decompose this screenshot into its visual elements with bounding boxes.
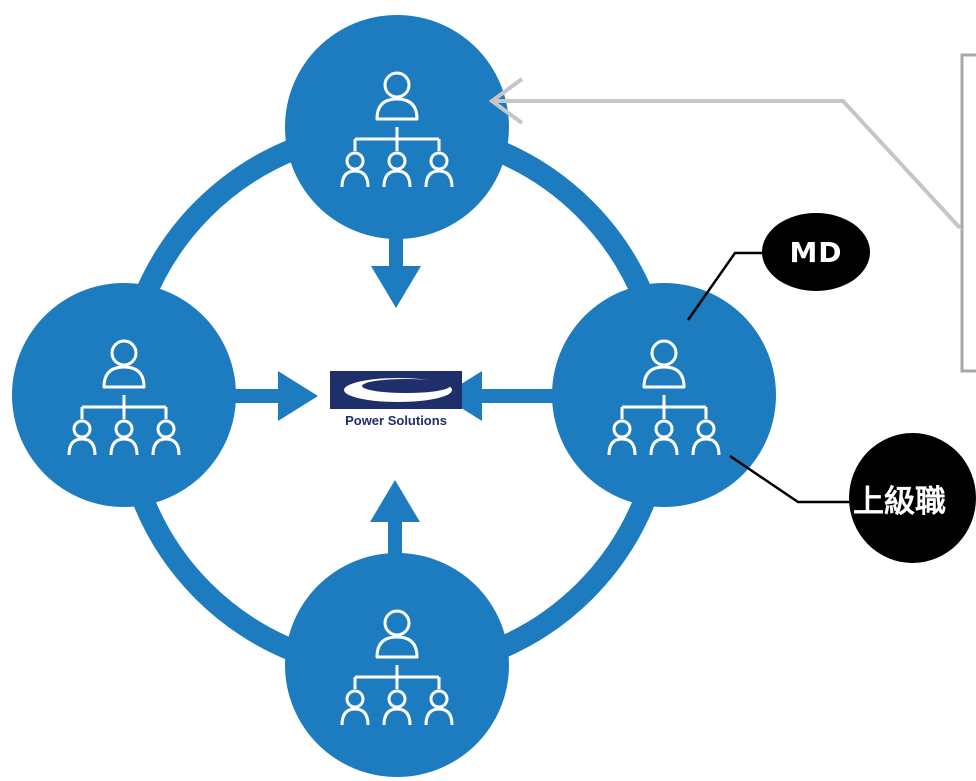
md-label: MD	[789, 235, 843, 269]
org-node-top	[285, 15, 509, 239]
org-node-right	[552, 283, 776, 507]
logo-text: Power Solutions	[345, 413, 447, 428]
power-solutions-logo: Power Solutions	[330, 371, 462, 428]
senior-label-badge: 上級職	[849, 433, 976, 563]
arrow-icon	[232, 371, 318, 421]
connector-line	[729, 454, 853, 504]
org-node-left	[12, 283, 236, 507]
md-label-badge: MD	[762, 213, 870, 291]
callout-arrow	[492, 99, 962, 230]
arrow-icon	[488, 77, 524, 125]
senior-label: 上級職	[853, 483, 946, 520]
connector-line	[686, 251, 767, 321]
callout-box	[960, 53, 976, 373]
org-node-bottom	[285, 553, 509, 777]
